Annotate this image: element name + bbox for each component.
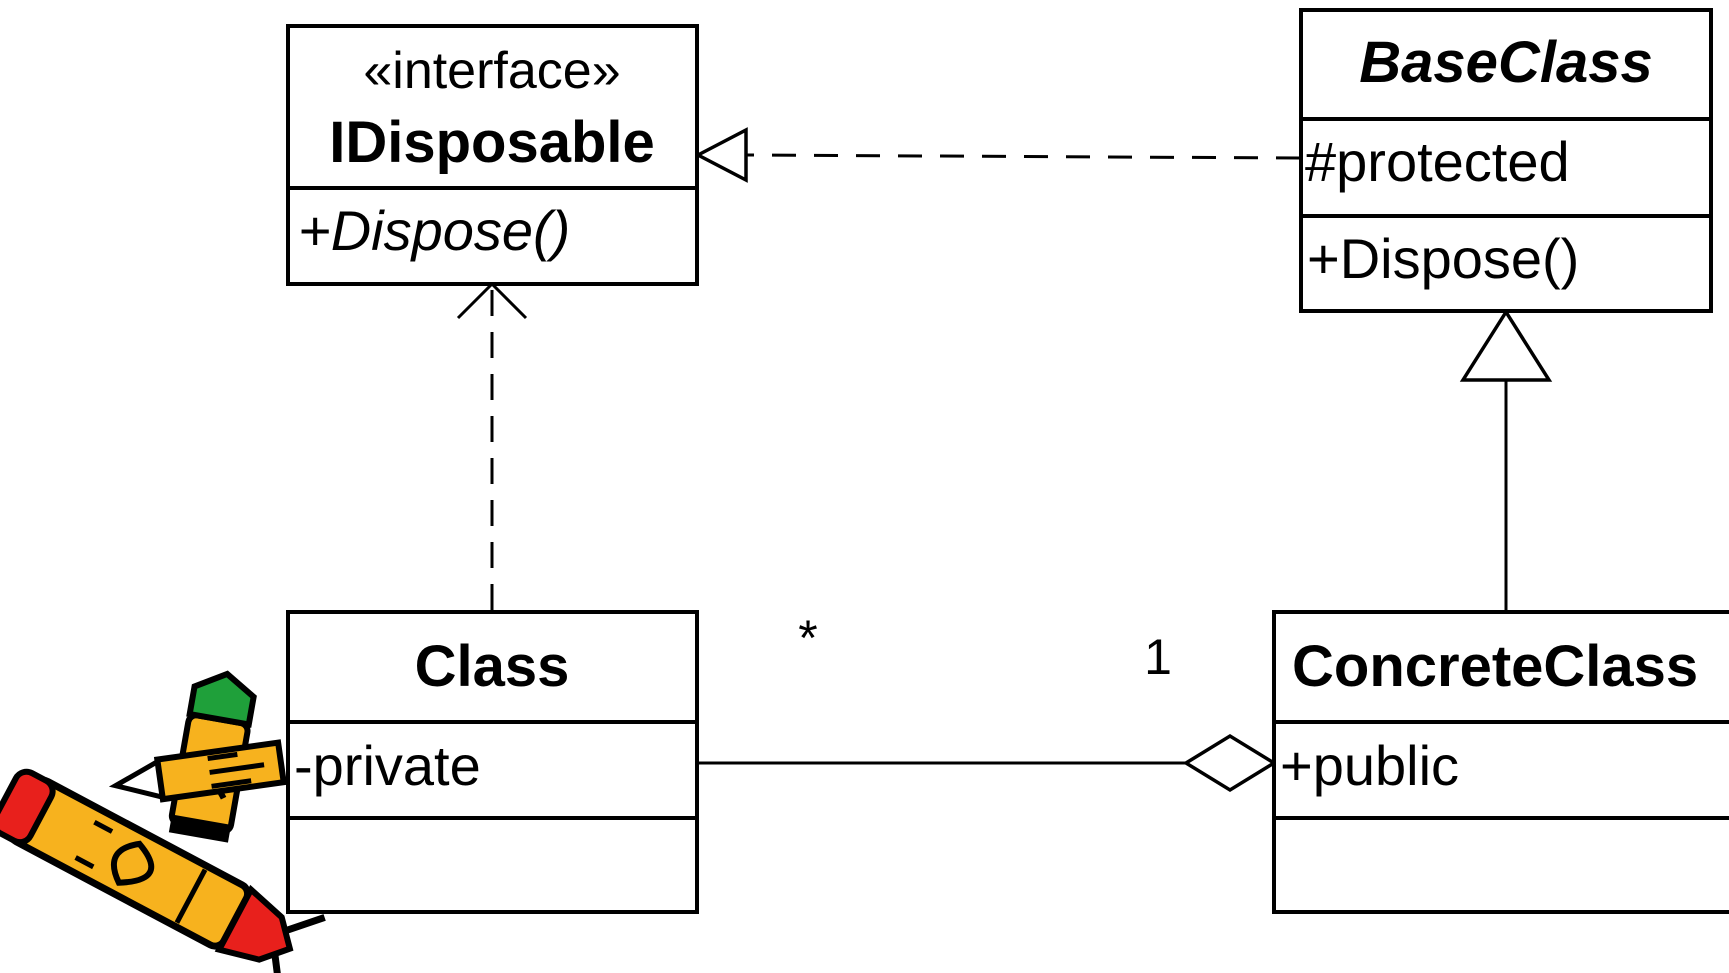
class-box-idisposable[interactable]: «interface» IDisposable +Dispose() [286, 24, 699, 286]
baseclass-operation: +Dispose() [1307, 227, 1579, 290]
idisposable-operation: +Dispose() [298, 199, 570, 262]
baseclass-name: BaseClass [1359, 30, 1652, 95]
class-box-class[interactable]: Class -private [286, 610, 699, 914]
generalization-concrete-to-baseclass [1459, 308, 1553, 612]
concreteclass-name: ConcreteClass [1292, 634, 1698, 699]
class-name: Class [415, 634, 570, 699]
generalization-arrowhead [1459, 308, 1553, 382]
realization-arrowhead [694, 127, 748, 183]
multiplicity-concrete-end: 1 [1144, 629, 1172, 685]
realization-baseclass-to-idisposable [694, 127, 1301, 183]
dependency-class-to-idisposable [456, 281, 528, 610]
idisposable-name: IDisposable [329, 110, 655, 175]
idisposable-stereotype: «interface» [363, 42, 620, 100]
baseclass-attribute: #protected [1305, 130, 1570, 193]
crayons-clipart-icon [0, 670, 326, 973]
class-box-concreteclass[interactable]: ConcreteClass +public [1272, 610, 1729, 914]
concreteclass-attribute: +public [1280, 734, 1459, 797]
class-box-baseclass[interactable]: BaseClass #protected +Dispose() [1299, 8, 1713, 313]
aggregation-class-concrete [698, 733, 1278, 793]
aggregation-diamond [1182, 733, 1278, 793]
class-attribute: -private [294, 734, 481, 797]
multiplicity-class-end: * [798, 610, 817, 666]
